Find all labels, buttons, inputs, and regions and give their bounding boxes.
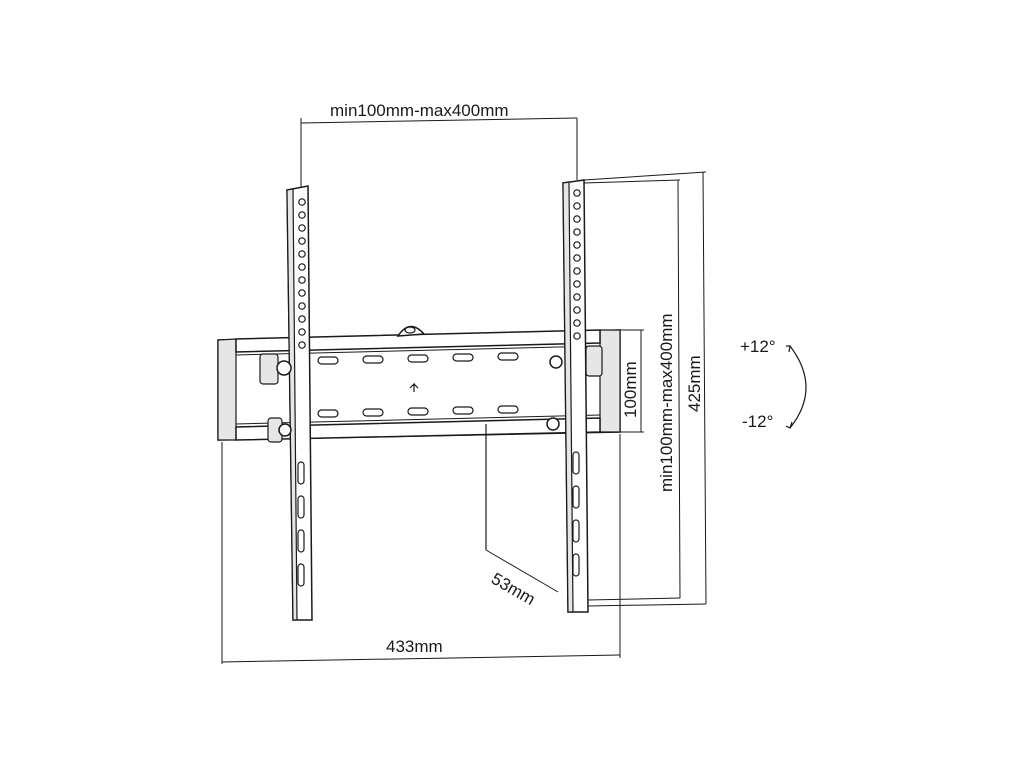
wall-plate-slots (317, 325, 519, 418)
right-top-knob (585, 345, 603, 377)
up-arrow-icon (409, 382, 419, 392)
left-top-knob (259, 353, 279, 385)
arrow-down-icon (785, 421, 793, 429)
right-bracket (546, 179, 603, 613)
rail-height-label: 100mm (621, 361, 640, 418)
total-width-label: 433mm (386, 637, 443, 656)
left-bracket (259, 185, 313, 621)
tilt-down-label: -12° (742, 412, 773, 431)
depth-label: 53mm (488, 569, 538, 609)
tilt-arc (785, 345, 807, 429)
tilt-up-label: +12° (740, 337, 776, 356)
bracket-height-label: min100mm-max400mm (657, 313, 676, 492)
arrow-up-icon (786, 345, 791, 353)
left-bracket-holes (298, 198, 306, 349)
top-width-label: min100mm-max400mm (330, 101, 509, 120)
dimension-lines (221, 117, 707, 664)
total-height-label: 425mm (685, 355, 704, 412)
right-bracket-holes (573, 189, 581, 340)
